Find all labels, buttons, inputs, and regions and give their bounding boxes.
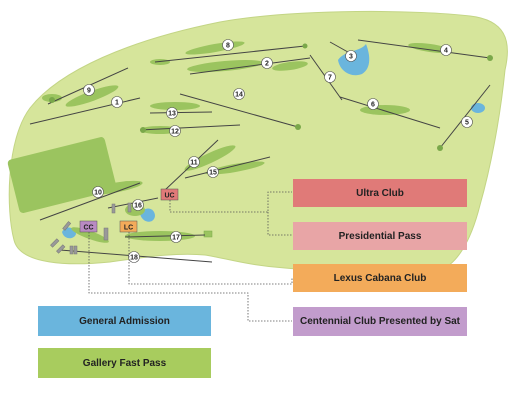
hole-1-badge bbox=[111, 96, 123, 108]
hole-8-number: 8 bbox=[226, 43, 230, 50]
legend-general-admission[interactable]: General Admission bbox=[38, 306, 211, 336]
zone-uc-label: UC bbox=[164, 193, 174, 200]
tee-box bbox=[203, 230, 213, 238]
legend-ultra-club-label: Ultra Club bbox=[356, 187, 404, 199]
hole-8-badge bbox=[222, 39, 234, 51]
legend-centennial-club-label: Centennial Club Presented by Sat bbox=[299, 316, 461, 327]
hole-10-badge bbox=[92, 186, 104, 198]
legend-gallery-fast-pass-label: Gallery Fast Pass bbox=[82, 357, 167, 369]
hole-18-number: 18 bbox=[130, 255, 138, 262]
zone-cc[interactable]: CC bbox=[79, 220, 98, 233]
hole-16-badge bbox=[132, 199, 144, 211]
hole-5-number: 5 bbox=[465, 120, 469, 127]
hole-4-badge bbox=[440, 44, 452, 56]
hole-6-badge bbox=[367, 98, 379, 110]
hole-3-number: 3 bbox=[349, 54, 353, 61]
legend-ultra-club[interactable]: Ultra Club bbox=[293, 179, 467, 207]
hole-1-number: 1 bbox=[115, 100, 119, 107]
hole-5-marker[interactable]: 5 bbox=[461, 116, 473, 128]
hole-9-badge bbox=[83, 84, 95, 96]
hole-3-marker[interactable]: 3 bbox=[345, 50, 357, 62]
legend-presidential-pass-label: Presidential Pass bbox=[338, 230, 422, 242]
hole-8-marker[interactable]: 8 bbox=[222, 39, 234, 51]
hole-5-badge bbox=[461, 116, 473, 128]
legend-centennial-club[interactable]: Centennial Club Presented by Sat bbox=[293, 307, 467, 336]
hole-3-badge bbox=[345, 50, 357, 62]
hole-17-badge bbox=[170, 231, 182, 243]
hole-13-number: 13 bbox=[168, 111, 176, 118]
hole-17-number: 17 bbox=[172, 235, 180, 242]
hole-4-marker[interactable]: 4 bbox=[440, 44, 452, 56]
hole-12-number: 12 bbox=[171, 129, 179, 136]
hole-14-number: 14 bbox=[235, 92, 243, 99]
zone-lc-label: LC bbox=[124, 225, 133, 232]
hole-2-number: 2 bbox=[265, 61, 269, 68]
legend-presidential-pass[interactable]: Presidential Pass bbox=[293, 222, 467, 250]
hole-11-number: 11 bbox=[190, 160, 198, 167]
zone-uc[interactable]: UC bbox=[160, 188, 179, 201]
hole-10-number: 10 bbox=[94, 190, 102, 197]
pond-hole-5 bbox=[471, 103, 485, 113]
hole-7-number: 7 bbox=[328, 75, 332, 82]
hole-15-number: 15 bbox=[209, 170, 217, 177]
greens bbox=[49, 43, 493, 151]
hole-12-badge bbox=[169, 125, 181, 137]
hole-7-badge bbox=[324, 71, 336, 83]
legend-lexus-cabana-club-label: Lexus Cabana Club bbox=[333, 272, 427, 284]
hole-11-marker[interactable]: 11 bbox=[188, 156, 200, 168]
hole-6-marker[interactable]: 6 bbox=[367, 98, 379, 110]
hole-11-badge bbox=[188, 156, 200, 168]
legend-lexus-cabana-club[interactable]: Lexus Cabana Club bbox=[293, 264, 467, 292]
grandstands bbox=[50, 202, 132, 255]
hole-13-marker[interactable]: 13 bbox=[166, 107, 178, 119]
hole-13-badge bbox=[166, 107, 178, 119]
hole-15-badge bbox=[207, 166, 219, 178]
hole-10-marker[interactable]: 10 bbox=[92, 186, 104, 198]
hole-15-marker[interactable]: 15 bbox=[207, 166, 219, 178]
hole-2-badge bbox=[261, 57, 273, 69]
hole-7-marker[interactable]: 7 bbox=[324, 71, 336, 83]
hole-2-marker[interactable]: 2 bbox=[261, 57, 273, 69]
hole-1-marker[interactable]: 1 bbox=[111, 96, 123, 108]
hole-9-marker[interactable]: 9 bbox=[83, 84, 95, 96]
hole-16-number: 16 bbox=[134, 203, 142, 210]
legend-general-admission-label: General Admission bbox=[79, 315, 170, 327]
hole-6-number: 6 bbox=[371, 102, 375, 109]
hole-18-marker[interactable]: 18 bbox=[128, 251, 140, 263]
hole-14-marker[interactable]: 14 bbox=[233, 88, 245, 100]
zone-lc[interactable]: LC bbox=[119, 220, 138, 233]
legend-gallery-fast-pass[interactable]: Gallery Fast Pass bbox=[38, 348, 211, 378]
hole-4-number: 4 bbox=[444, 48, 448, 55]
zone-cc-label: CC bbox=[83, 225, 93, 232]
hole-9-number: 9 bbox=[87, 88, 91, 95]
hole-17-marker[interactable]: 17 bbox=[170, 231, 182, 243]
leader-lines bbox=[88, 191, 293, 322]
hole-16-marker[interactable]: 16 bbox=[132, 199, 144, 211]
hole-18-badge bbox=[128, 251, 140, 263]
hole-12-marker[interactable]: 12 bbox=[169, 125, 181, 137]
hole-14-badge bbox=[233, 88, 245, 100]
